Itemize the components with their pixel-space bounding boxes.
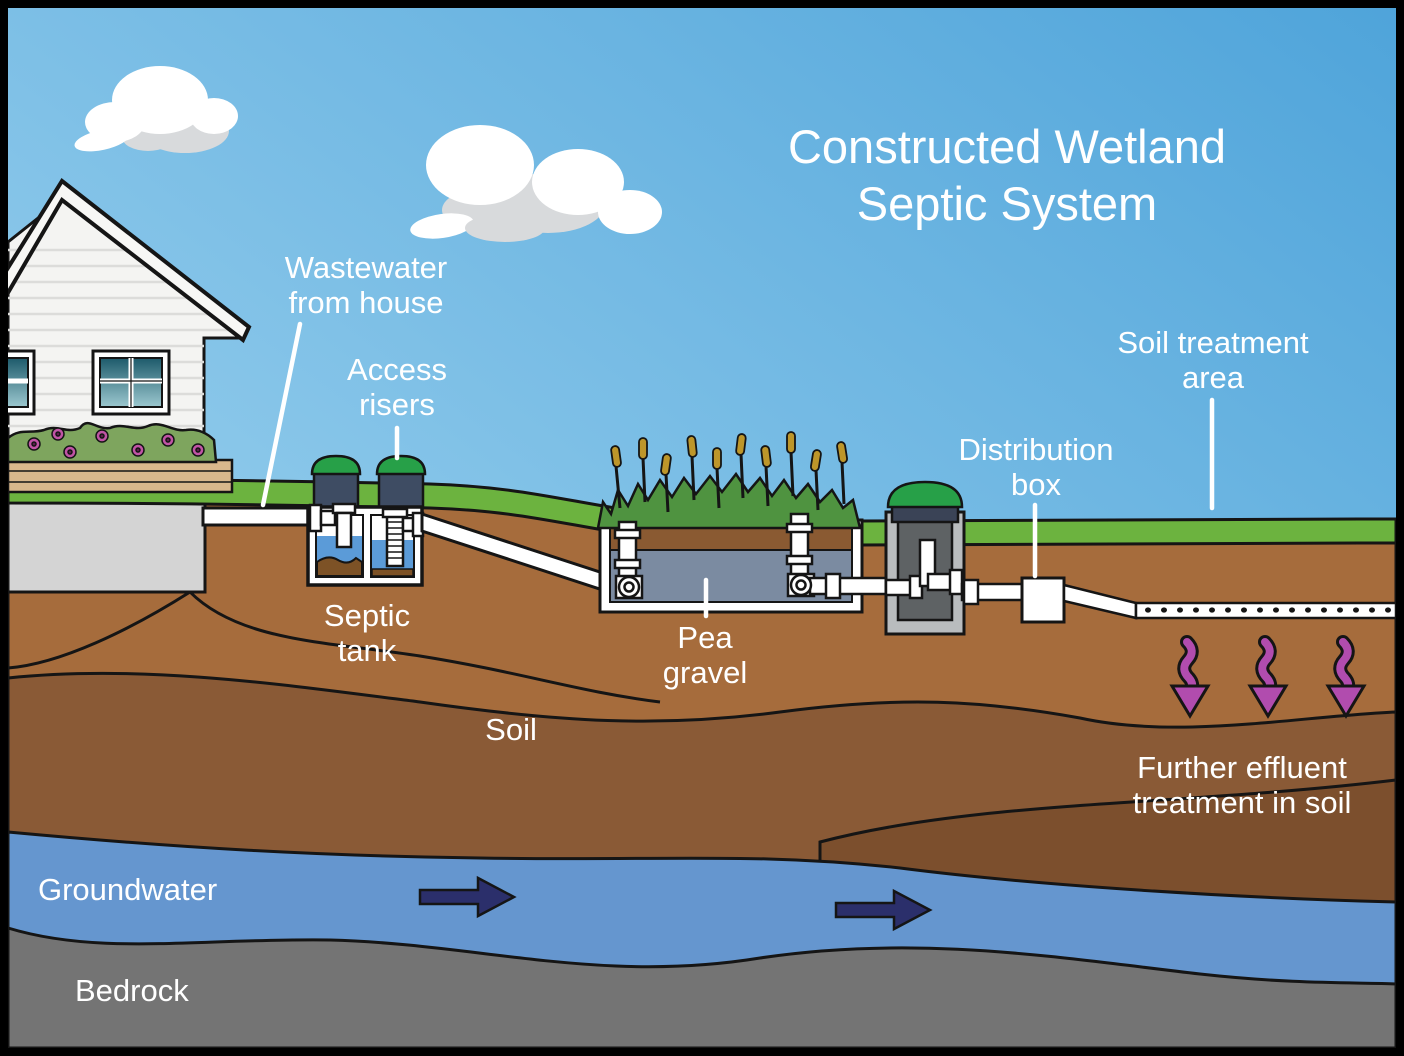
house-foundation [6, 488, 207, 594]
groundwater-flow-arrow [834, 888, 933, 932]
distribution-box [1020, 576, 1066, 624]
cloud-icon [410, 125, 662, 242]
label-further-effluent: Further effluent treatment in soil [1132, 750, 1352, 821]
label-access-risers: Access risers [347, 352, 447, 423]
planter-box [6, 458, 234, 494]
soil-strata-line [7, 590, 661, 704]
cloud-icon [74, 66, 238, 153]
effluent-seep-arrow [1247, 635, 1289, 719]
pump-dome-cap [886, 480, 964, 509]
pump-collar [890, 504, 960, 524]
effluent-seep-arrow [1169, 635, 1211, 719]
leader-wastewater [260, 321, 303, 508]
label-groundwater: Groundwater [38, 872, 218, 907]
title-line-2: Septic System [856, 177, 1158, 231]
label-wastewater-from-house: Wastewater from house [284, 250, 448, 321]
pump-discharge-pipe [884, 538, 964, 600]
septic-tank [306, 502, 425, 587]
bedrock-layer [6, 925, 1398, 1050]
tank-sludge [316, 556, 363, 577]
house [0, 178, 252, 494]
wetland-inlet-pipe [613, 520, 644, 600]
title-line-1: Constructed Wetland [787, 120, 1227, 173]
label-pea-gravel: Pea gravel [662, 620, 748, 691]
label-bedrock: Bedrock [75, 973, 189, 1008]
house-roof [0, 178, 252, 344]
label-septic-tank: Septic tank [323, 598, 411, 669]
tank-sludge [371, 568, 414, 577]
label-soil: Soil [485, 712, 537, 747]
hedge-flowers [27, 427, 205, 459]
perforated-pipe [1134, 601, 1398, 620]
access-riser [375, 454, 427, 510]
leader-lines [260, 321, 1215, 619]
effluent-filter [381, 507, 425, 568]
pump-chamber [884, 480, 966, 636]
diagram-title: Constructed Wetland Septic System [788, 118, 1226, 233]
label-distribution-box: Distribution box [958, 432, 1114, 503]
groundwater-flow-arrow [418, 875, 517, 919]
access-riser [310, 454, 362, 510]
window [91, 349, 171, 416]
wetland-outlet-pipe [785, 512, 888, 600]
effluent-seep-arrow [1325, 635, 1367, 719]
pipe-coupling [962, 578, 980, 606]
house-sewer-pipe [201, 506, 313, 527]
cattail-plants [610, 431, 848, 513]
label-soil-treatment-area: Soil treatment area [1117, 325, 1309, 396]
